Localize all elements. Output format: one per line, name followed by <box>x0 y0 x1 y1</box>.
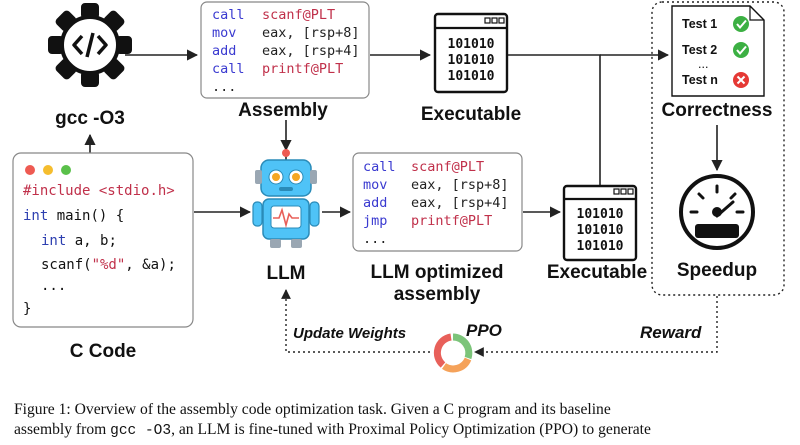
c-close-brace: } <box>23 301 31 317</box>
window-dot-green <box>61 165 71 175</box>
asm-op-4: call <box>212 61 245 77</box>
asm-arg-3: eax, [rsp+4] <box>262 43 360 59</box>
asm-op-3: add <box>212 43 236 59</box>
speedup-label: Speedup <box>677 260 757 281</box>
svg-text:call: call <box>212 7 245 23</box>
svg-text:add: add <box>363 195 387 211</box>
asm-arg-4: printf@PLT <box>262 61 343 77</box>
speedometer-icon <box>679 174 755 250</box>
reward-label: Reward <box>640 323 702 342</box>
c-code-label: C Code <box>70 341 137 362</box>
opt-arg-2: eax, [rsp+8] <box>411 177 509 193</box>
asm-arg-2: eax, [rsp+8] <box>262 25 360 41</box>
optimized-label-2: assembly <box>394 284 481 305</box>
c-code-box <box>12 152 194 328</box>
executable-icon-top <box>433 12 509 94</box>
test-n-label: Test n <box>682 73 718 87</box>
svg-text:printf@PLT: printf@PLT <box>411 213 492 229</box>
svg-text:eax, [rsp+8]: eax, [rsp+8] <box>411 177 509 193</box>
c-main: main() { <box>57 208 124 224</box>
svg-text:scanf@PLT: scanf@PLT <box>262 7 335 23</box>
ppo-label: PPO <box>466 321 502 340</box>
cross-icon <box>733 72 749 88</box>
executable-opt-label: Executable <box>547 262 647 283</box>
exe-opt-bits-2: 101010 <box>577 223 624 238</box>
correctness-label: Correctness <box>662 100 773 121</box>
svg-text:eax, [rsp+4]: eax, [rsp+4] <box>411 195 509 211</box>
svg-text:jmp: jmp <box>363 213 387 229</box>
assembly-box <box>200 1 370 99</box>
ppo-cycle-icon <box>433 333 473 373</box>
asm-op-2: mov <box>212 25 236 41</box>
robot-icon <box>252 149 320 248</box>
c-scanf: scanf( <box>41 257 92 273</box>
c-include: #include <box>23 183 90 199</box>
svg-text:printf@PLT: printf@PLT <box>262 61 343 77</box>
caption-code: gcc -O3 <box>110 423 172 439</box>
svg-text:mov: mov <box>212 25 236 41</box>
exe-top-bits-1: 101010 <box>448 37 495 52</box>
opt-arg-1: scanf@PLT <box>411 159 484 175</box>
caption-line-1: Figure 1: Overview of the assembly code … <box>14 401 611 418</box>
c-scanf-args: , &a); <box>125 257 176 273</box>
optimized-label-1: LLM optimized <box>371 262 504 283</box>
opt-ellipsis: ... <box>363 231 387 247</box>
c-int-kw: int <box>23 208 48 224</box>
svg-text:int main() {: int main() { <box>23 208 124 224</box>
caption-line-2-b: , an LLM is fine-tuned with Proximal Pol… <box>171 421 651 438</box>
diagram: gcc -O3 call scanf@PLT mov eax, [rsp+8] … <box>12 1 785 373</box>
svg-text:scanf@PLT: scanf@PLT <box>411 159 484 175</box>
opt-arg-4: printf@PLT <box>411 213 492 229</box>
opt-op-1: call <box>363 159 396 175</box>
svg-text:scanf("%d", &a);: scanf("%d", &a); <box>41 257 176 273</box>
c-header: <stdio.h> <box>99 183 175 199</box>
caption-line-2: assembly from gcc -O3, an LLM is fine-tu… <box>14 420 790 441</box>
exe-opt-bits-3: 101010 <box>577 239 624 254</box>
gear-code-icon <box>48 3 132 87</box>
svg-text:mov: mov <box>363 177 387 193</box>
window-dot-red <box>25 165 35 175</box>
caption-line-2-a: assembly from <box>14 421 111 438</box>
svg-text:eax, [rsp+8]: eax, [rsp+8] <box>262 25 360 41</box>
opt-op-2: mov <box>363 177 387 193</box>
check-icon <box>733 42 749 58</box>
c-format-string: "%d" <box>92 257 126 273</box>
optimized-assembly-box <box>352 152 523 252</box>
opt-arg-3: eax, [rsp+4] <box>411 195 509 211</box>
exe-top-bits-3: 101010 <box>448 69 495 84</box>
svg-text:add: add <box>212 43 236 59</box>
c-ellipsis: ... <box>41 278 66 294</box>
exe-top-bits-2: 101010 <box>448 53 495 68</box>
opt-op-3: add <box>363 195 387 211</box>
test-ellipsis: ... <box>698 57 708 71</box>
exe-opt-bits-1: 101010 <box>577 207 624 222</box>
executable-icon-optimized <box>562 184 638 262</box>
asm-op-1: call <box>212 7 245 23</box>
svg-text:int a, b;: int a, b; <box>41 233 117 249</box>
opt-op-4: jmp <box>363 213 387 229</box>
check-icon <box>733 16 749 32</box>
feedback-loop-reward <box>474 296 718 357</box>
svg-text:call: call <box>212 61 245 77</box>
assembly-label: Assembly <box>238 100 328 121</box>
window-dot-yellow <box>43 165 53 175</box>
asm-ellipsis: ... <box>212 79 236 95</box>
test-2-label: Test 2 <box>682 43 717 57</box>
svg-text:#include <stdio.h>: #include <stdio.h> <box>23 183 175 199</box>
c-int-kw: int <box>41 233 66 249</box>
c-decl: a, b; <box>75 233 117 249</box>
gcc-label: gcc -O3 <box>55 108 125 129</box>
evaluation-region <box>651 1 785 296</box>
executable-top-label: Executable <box>421 104 521 125</box>
figure-caption: Figure 1: Overview of the assembly code … <box>14 400 790 441</box>
llm-label: LLM <box>266 263 305 284</box>
test-1-label: Test 1 <box>682 17 717 31</box>
svg-text:eax, [rsp+4]: eax, [rsp+4] <box>262 43 360 59</box>
feedback-loop-update <box>281 289 430 353</box>
svg-text:call: call <box>363 159 396 175</box>
asm-arg-1: scanf@PLT <box>262 7 335 23</box>
update-weights-label: Update Weights <box>293 325 406 342</box>
